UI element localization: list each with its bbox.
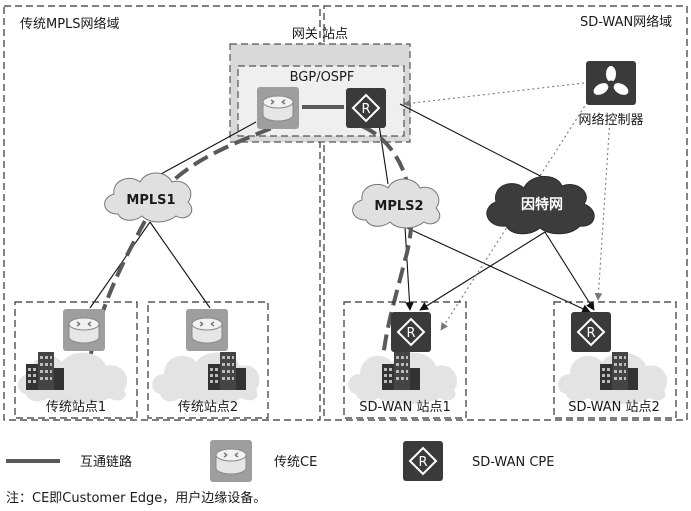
trad-site1-label: 传统站点1 — [46, 400, 106, 415]
sdwan-site2-label: SD-WAN 站点2 — [568, 400, 660, 415]
legend-ce-label: 传统CE — [274, 455, 317, 470]
footnote: 注：CE即Customer Edge，用户边缘设备。 — [6, 490, 266, 506]
cloud-mpls2: MPLS2 — [352, 178, 441, 229]
trad-site2-ce — [185, 308, 229, 352]
legend-link-label: 互通链路 — [80, 454, 132, 470]
legend-cpe-icon — [402, 440, 444, 482]
legend-ce-icon — [209, 439, 253, 483]
traditional-domain-label: 传统MPLS网络域 — [20, 16, 120, 32]
gateway-sdwan-cpe — [345, 87, 387, 129]
legend-cpe-label: SD-WAN CPE — [472, 455, 554, 470]
site-clouds — [18, 352, 668, 404]
interworking-path-sdwan — [361, 124, 414, 374]
trad-site1-ce — [62, 308, 106, 352]
trad-site2-label: 传统站点2 — [178, 400, 238, 415]
sdwan-domain-label: SD-WAN网络域 — [580, 14, 672, 30]
sdwan-site2-cpe — [570, 311, 612, 353]
connections — [89, 103, 595, 313]
sdwan-site2-box — [553, 301, 677, 419]
trad-site1-box — [14, 301, 138, 419]
network-controller — [586, 61, 636, 105]
routing-protocol-label: BGP/OSPF — [290, 70, 355, 85]
traditional-domain-border — [3, 5, 321, 421]
cloud-mpls2-label: MPLS2 — [374, 199, 423, 214]
gateway-site-label: 网关 站点 — [292, 27, 348, 42]
cloud-internet: 因特网 — [486, 176, 595, 235]
trad-site1-buildings — [26, 352, 64, 390]
sdwan-domain-border — [323, 5, 688, 421]
cloud-mpls1: MPLS1 — [104, 172, 193, 223]
controller-links — [403, 82, 611, 331]
sdwan-site1-cpe — [390, 311, 432, 353]
cloud-mpls1-label: MPLS1 — [126, 193, 175, 208]
controller-label: 网络控制器 — [578, 112, 643, 128]
gateway-traditional-ce — [256, 86, 300, 130]
sdwan-site1-box — [343, 301, 467, 419]
controller-fan-icon — [593, 66, 629, 95]
cloud-internet-label: 因特网 — [521, 196, 563, 213]
trad-site2-box — [147, 301, 269, 419]
sdwan-site1-label: SD-WAN 站点1 — [359, 400, 451, 415]
